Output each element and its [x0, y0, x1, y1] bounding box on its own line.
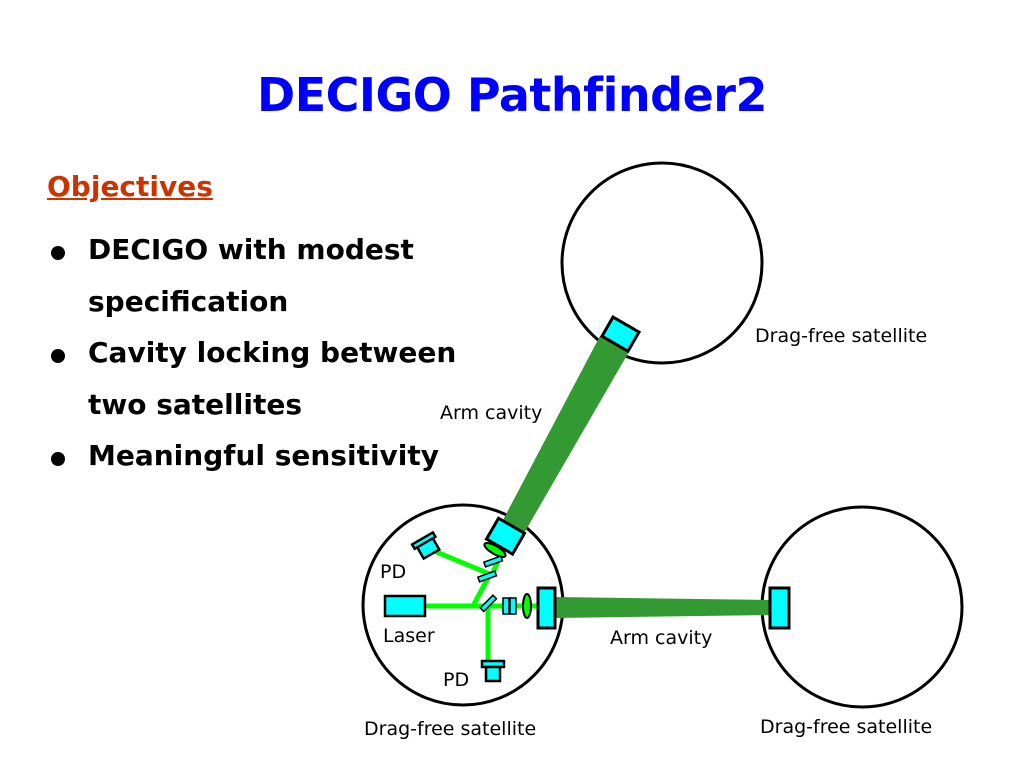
label-arm-cavity-top: Arm cavity	[440, 402, 543, 424]
photodetector-bottom-icon	[480, 659, 506, 683]
label-pd-bottom: PD	[443, 669, 470, 691]
slide-title: DECIGO Pathfinder2	[257, 68, 767, 122]
modulator	[509, 597, 517, 615]
laser-icon	[383, 594, 427, 618]
bullet-text: Meaningful sensitivity	[88, 439, 440, 473]
label-drag-free-right: Drag-free satellite	[760, 716, 933, 738]
beam-splitter	[482, 555, 504, 568]
arm-beam-right	[555, 597, 775, 618]
bullet-text: DECIGO with modest specification	[88, 233, 414, 318]
beam-splitter	[479, 594, 498, 613]
bullet-text: Cavity locking between two satellites	[88, 336, 457, 421]
label-drag-free-top: Drag-free satellite	[755, 325, 928, 347]
bullet-dot-icon	[51, 246, 65, 260]
lens	[483, 542, 507, 558]
label-drag-free-left: Drag-free satellite	[364, 718, 537, 740]
objectives-list: DECIGO with modest specification Cavity …	[47, 224, 497, 482]
bullet-dot-icon	[51, 452, 65, 467]
mirror-top-sat	[599, 315, 642, 354]
mirror-right-sat	[768, 586, 791, 630]
bullet-item: Cavity locking between two satellites	[47, 327, 508, 430]
label-arm-cavity-bottom: Arm cavity	[610, 627, 713, 649]
bullet-dot-icon	[51, 349, 65, 364]
photodetector-top-icon	[410, 530, 442, 561]
satellite-top	[560, 161, 764, 365]
mirror-left-sat-right	[536, 586, 557, 630]
objectives-heading: Objectives	[47, 170, 213, 203]
bullet-item: Meaningful sensitivity	[47, 430, 497, 482]
label-laser: Laser	[383, 625, 435, 647]
beam-splitter	[476, 570, 498, 583]
mirror-left-sat-top	[484, 516, 527, 557]
bullet-item: DECIGO with modest specification	[47, 224, 468, 327]
satellite-right	[760, 505, 964, 709]
arm-beam-top	[503, 336, 630, 535]
modulator	[502, 597, 510, 615]
lens	[522, 593, 532, 619]
label-pd-top: PD	[380, 561, 407, 583]
